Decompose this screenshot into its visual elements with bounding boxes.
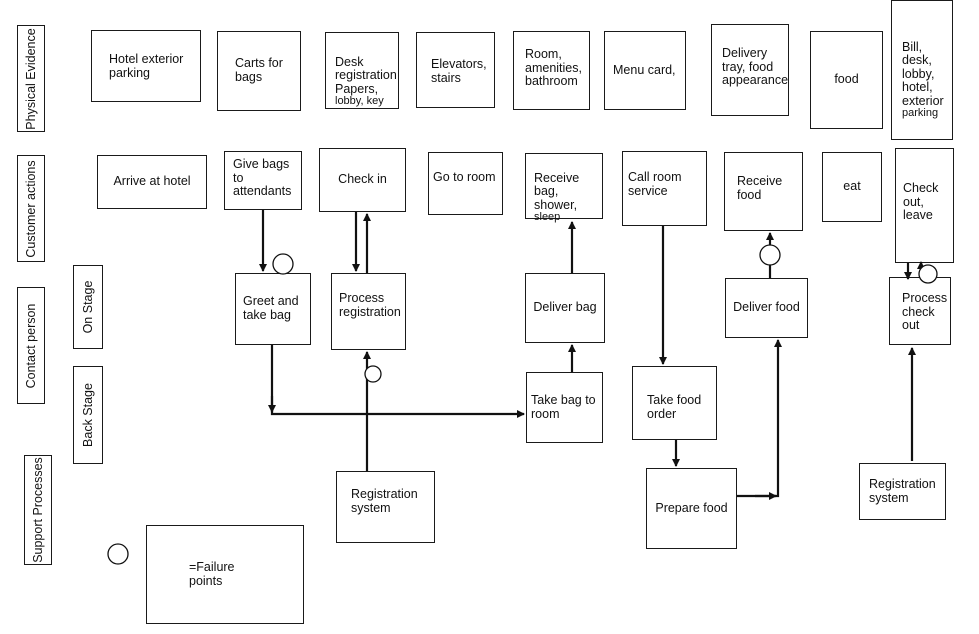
prepare-food-box: Prepare food <box>646 468 737 549</box>
elevators-box: Elevators, stairs <box>416 32 495 108</box>
greet-take-bag-box: Greet and take bag <box>235 273 311 345</box>
deliver-food-box: Deliver food <box>725 278 808 338</box>
registration-system-box: Registration system <box>336 471 435 543</box>
process-registration-box: Process registration <box>331 273 406 350</box>
lane-label: Support Processes <box>31 457 45 563</box>
take-food-order-box: Take food order <box>632 366 717 440</box>
receive-food-box: Receive food <box>724 152 803 231</box>
take-bag-to-room-box: Take bag to room <box>526 372 603 443</box>
lane-support-processes: Support Processes <box>24 455 52 565</box>
registration-system-checkout-box: Registration system <box>859 463 946 520</box>
receive-bag-box: Receive bag, shower, sleep <box>525 153 603 223</box>
bill-desk-box: Bill, desk, lobby, hotel, exterior parki… <box>891 0 953 140</box>
failure-point-marker <box>364 365 382 383</box>
lane-contact-person: Contact person <box>17 287 45 404</box>
bill-desk-sublabel: parking <box>902 107 939 119</box>
check-in-box: Check in <box>319 148 406 212</box>
lane-on-stage: On Stage <box>73 265 103 349</box>
desk-registration-box: Desk registration Papers, lobby, key <box>325 32 399 109</box>
legend-failure-point-marker <box>107 543 129 565</box>
bill-desk-label: Bill, desk, lobby, hotel, exterior <box>902 39 944 108</box>
eat-box: eat <box>822 152 882 222</box>
failure-point-marker <box>759 244 781 266</box>
legend-failure-points-box: =Failure points <box>146 525 304 624</box>
arrow-greet-to-take-bag <box>270 345 525 418</box>
lane-back-stage: Back Stage <box>73 366 103 464</box>
room-amenities-box: Room, amenities, bathroom <box>513 31 590 110</box>
receive-bag-label: Receive bag, shower, <box>534 170 580 212</box>
arrow-prepare-to-deliver-food <box>737 339 782 498</box>
menu-card-box: Menu card, <box>604 31 686 110</box>
deliver-bag-box: Deliver bag <box>525 273 605 343</box>
delivery-tray-box: Delivery tray, food appearance <box>711 24 789 116</box>
lane-label: On Stage <box>81 280 95 334</box>
desk-registration-sublabel: lobby, key <box>335 95 384 107</box>
lane-label: Contact person <box>24 303 38 388</box>
failure-point-marker <box>272 253 294 275</box>
lane-label: Physical Evidence <box>24 27 38 130</box>
lane-label: Back Stage <box>81 383 95 447</box>
call-room-service-box: Call room service <box>622 151 707 226</box>
process-checkout-box: Process check out <box>889 277 951 345</box>
desk-registration-label: Desk registration Papers, <box>335 54 397 96</box>
lane-label: Customer actions <box>24 159 38 258</box>
give-bags-box: Give bags to attendants <box>224 151 302 210</box>
arrive-at-hotel-box: Arrive at hotel <box>97 155 207 209</box>
receive-bag-sublabel: sleep <box>534 211 561 223</box>
lane-physical-evidence: Physical Evidence <box>17 25 45 132</box>
hotel-exterior-box: Hotel exterior parking <box>91 30 201 102</box>
go-to-room-box: Go to room <box>428 152 503 215</box>
food-evidence-box: food <box>810 31 883 129</box>
check-out-box: Check out, leave <box>895 148 954 263</box>
lane-customer-actions: Customer actions <box>17 155 45 262</box>
carts-box: Carts for bags <box>217 31 301 111</box>
